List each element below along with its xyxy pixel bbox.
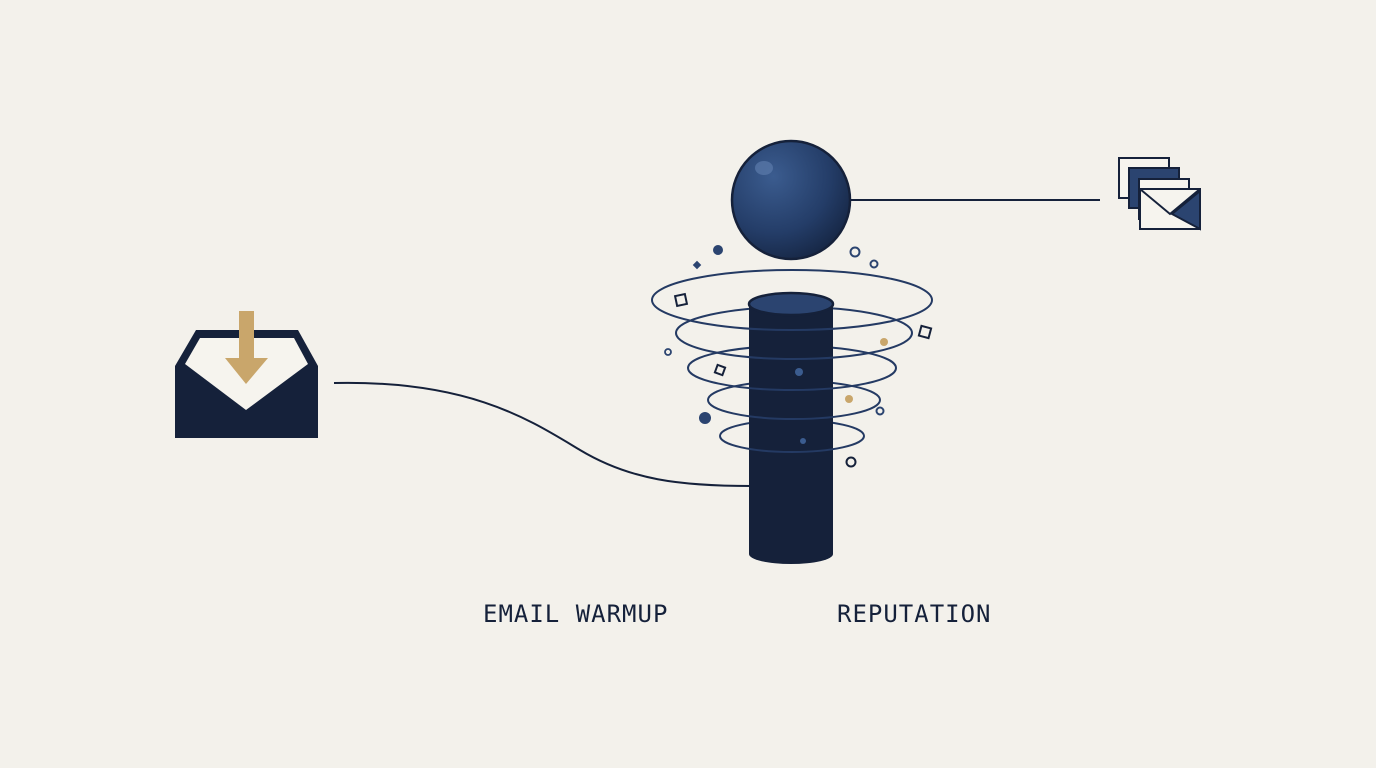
particle-group [664,245,933,468]
particle [795,368,803,376]
particle [713,363,727,377]
particle [849,246,861,258]
particle [917,324,933,340]
particle [800,438,806,444]
sphere-icon [730,139,852,261]
swirl-rings-front [651,299,933,453]
particle [713,245,723,255]
particle [845,395,853,403]
particle [869,259,879,269]
particle [875,406,885,416]
label-reputation: REPUTATION [837,600,992,628]
particle [880,338,888,346]
particle [664,348,672,356]
email-stack-icon [1118,157,1201,231]
particle [692,260,702,270]
cylinder-icon [747,291,835,564]
particle [673,292,689,308]
label-email-warmup: EMAIL WARMUP [483,600,669,628]
connector-inbox-to-cylinder [333,381,753,487]
particle [845,456,857,468]
particle [699,412,711,424]
inbox-download-icon [175,311,318,438]
